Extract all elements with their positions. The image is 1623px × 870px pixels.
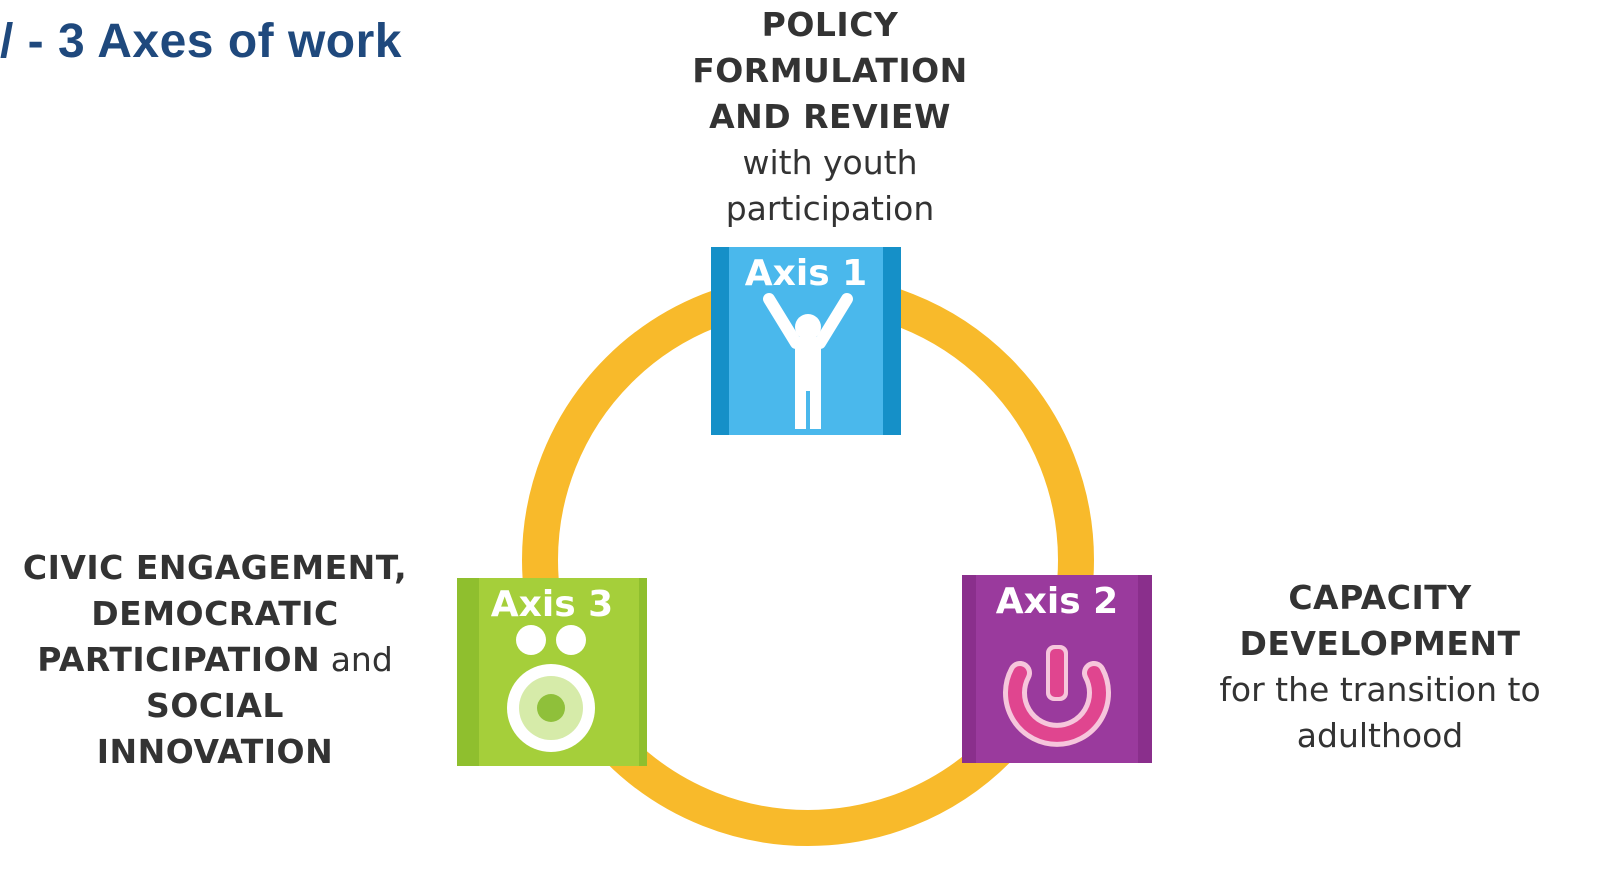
axis1-normal-line: participation	[725, 189, 935, 228]
axis1-badge: Axis 1	[744, 253, 868, 294]
axis3-box: Axis 3	[457, 578, 647, 766]
axis3-description: CIVIC ENGAGEMENT, DEMOCRATIC PARTICIPATI…	[0, 545, 430, 775]
axis3-badge: Axis 3	[490, 584, 614, 625]
axis1-description: POLICY FORMULATION AND REVIEW with youth…	[640, 2, 1020, 232]
axis2-bold-line: CAPACITY	[1288, 578, 1472, 617]
axis2-normal-line: adulthood	[1296, 716, 1464, 755]
axis3-line: SOCIAL	[146, 686, 284, 725]
axis1-box: Axis 1	[711, 247, 901, 435]
axis1-bold-line: AND REVIEW	[709, 97, 951, 136]
axis1-bold-line: FORMULATION	[692, 51, 968, 90]
axis1-normal-line: with youth	[742, 143, 918, 182]
axis2-normal-line: for the transition to	[1219, 670, 1541, 709]
power-icon	[976, 575, 1138, 763]
axis1-bold-line: POLICY	[761, 5, 899, 44]
axis3-line: CIVIC ENGAGEMENT,	[22, 548, 408, 587]
axis2-box: Axis 2	[962, 575, 1152, 763]
face-circle-icon	[479, 578, 639, 766]
axis3-line-normal: and	[320, 640, 393, 679]
axis3-line: INNOVATION	[96, 732, 334, 771]
axis2-description: CAPACITY DEVELOPMENT for the transition …	[1180, 575, 1580, 759]
person-arms-raised-icon	[711, 247, 901, 435]
axis3-line: DEMOCRATIC	[91, 594, 339, 633]
page-title: / - 3 Axes of work	[0, 15, 402, 68]
axis2-bold-line: DEVELOPMENT	[1239, 624, 1521, 663]
axis3-line: PARTICIPATION	[37, 640, 321, 679]
axis2-badge: Axis 2	[995, 581, 1119, 622]
